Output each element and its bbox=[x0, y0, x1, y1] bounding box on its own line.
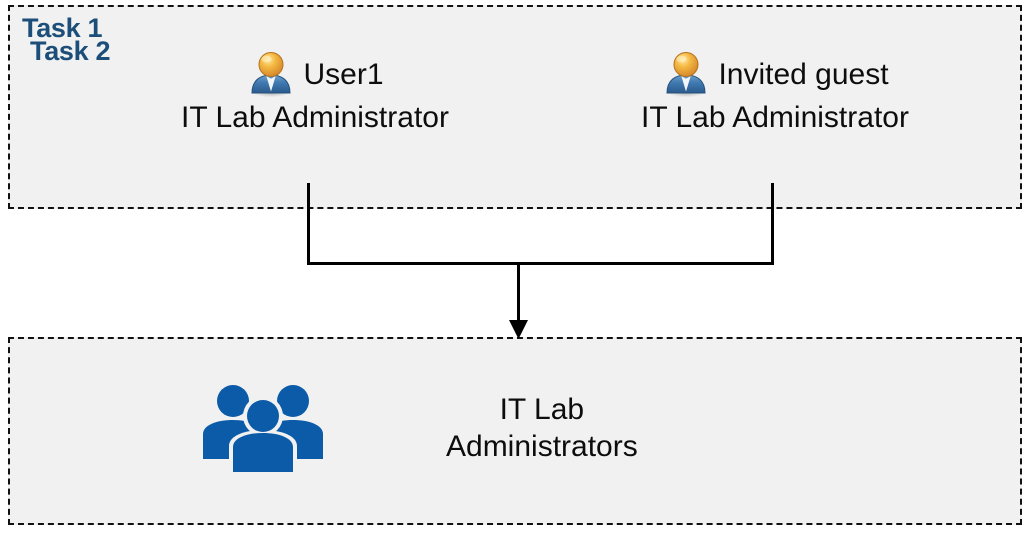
user-icon bbox=[661, 48, 711, 103]
person-identity-row: Invited guest bbox=[575, 48, 975, 102]
person-identity-row: User1 bbox=[120, 48, 510, 102]
person-role: IT Lab Administrator bbox=[181, 101, 449, 134]
person-name: Invited guest bbox=[718, 58, 889, 91]
person-role: IT Lab Administrator bbox=[641, 101, 909, 134]
person-card-user1: User1 IT Lab Administrator bbox=[120, 48, 510, 134]
task-2-label: Task 2 bbox=[30, 36, 111, 66]
people-group-icon bbox=[200, 380, 326, 477]
person-card-invited-guest: Invited guest IT Lab Administrator bbox=[575, 48, 975, 134]
group-name: IT Lab Administrators bbox=[446, 392, 638, 463]
user-icon bbox=[246, 48, 296, 103]
group-card: IT Lab Administrators bbox=[200, 380, 860, 477]
person-name: User1 bbox=[303, 58, 384, 91]
task-1-container bbox=[8, 5, 1022, 209]
task-1-label: Task 1 bbox=[22, 13, 103, 43]
